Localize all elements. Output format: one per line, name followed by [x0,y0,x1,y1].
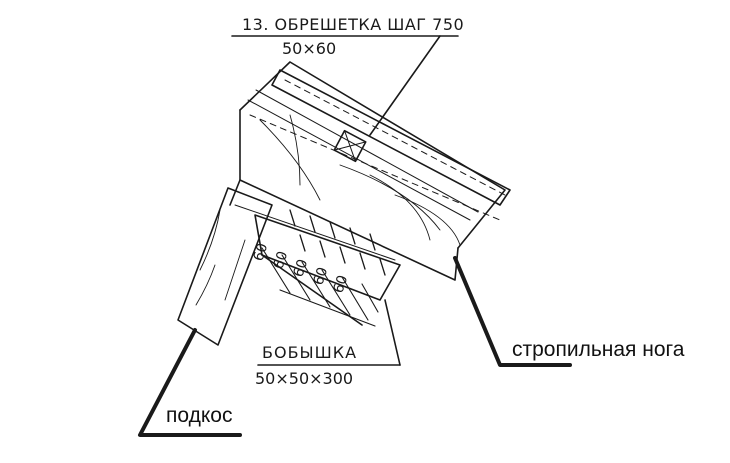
bobyshka-title: БОБЫШКА [262,343,357,362]
spacing-label: 60 [331,273,352,295]
spacing-label: 60 [311,265,332,287]
spacing-label: 60 [271,249,292,271]
strut-beam [177,187,273,346]
rafter-leader [453,256,572,367]
lathing-board [249,69,511,221]
nail-spacing-dimension [261,247,379,327]
lathing-leader [231,35,459,136]
spacing-label: 60 [291,257,312,279]
bobyshka-size: 50×50×300 [255,369,353,388]
lathing-title: 13. ОБРЕШЕТКА ШАГ 750 [242,15,464,34]
lathing-size: 50×60 [282,39,336,58]
bobyshka-leader [257,299,401,366]
rafter-label: стропильная нога [512,338,685,361]
rafter-beam [229,61,506,281]
lathing-section [333,129,367,163]
nails [289,209,386,276]
spacing-label: 60 [251,241,272,263]
nail-spacing-labels: 60 60 60 60 60 [251,241,352,295]
strut-leader [138,328,242,437]
strut-label: подкос [166,404,232,427]
